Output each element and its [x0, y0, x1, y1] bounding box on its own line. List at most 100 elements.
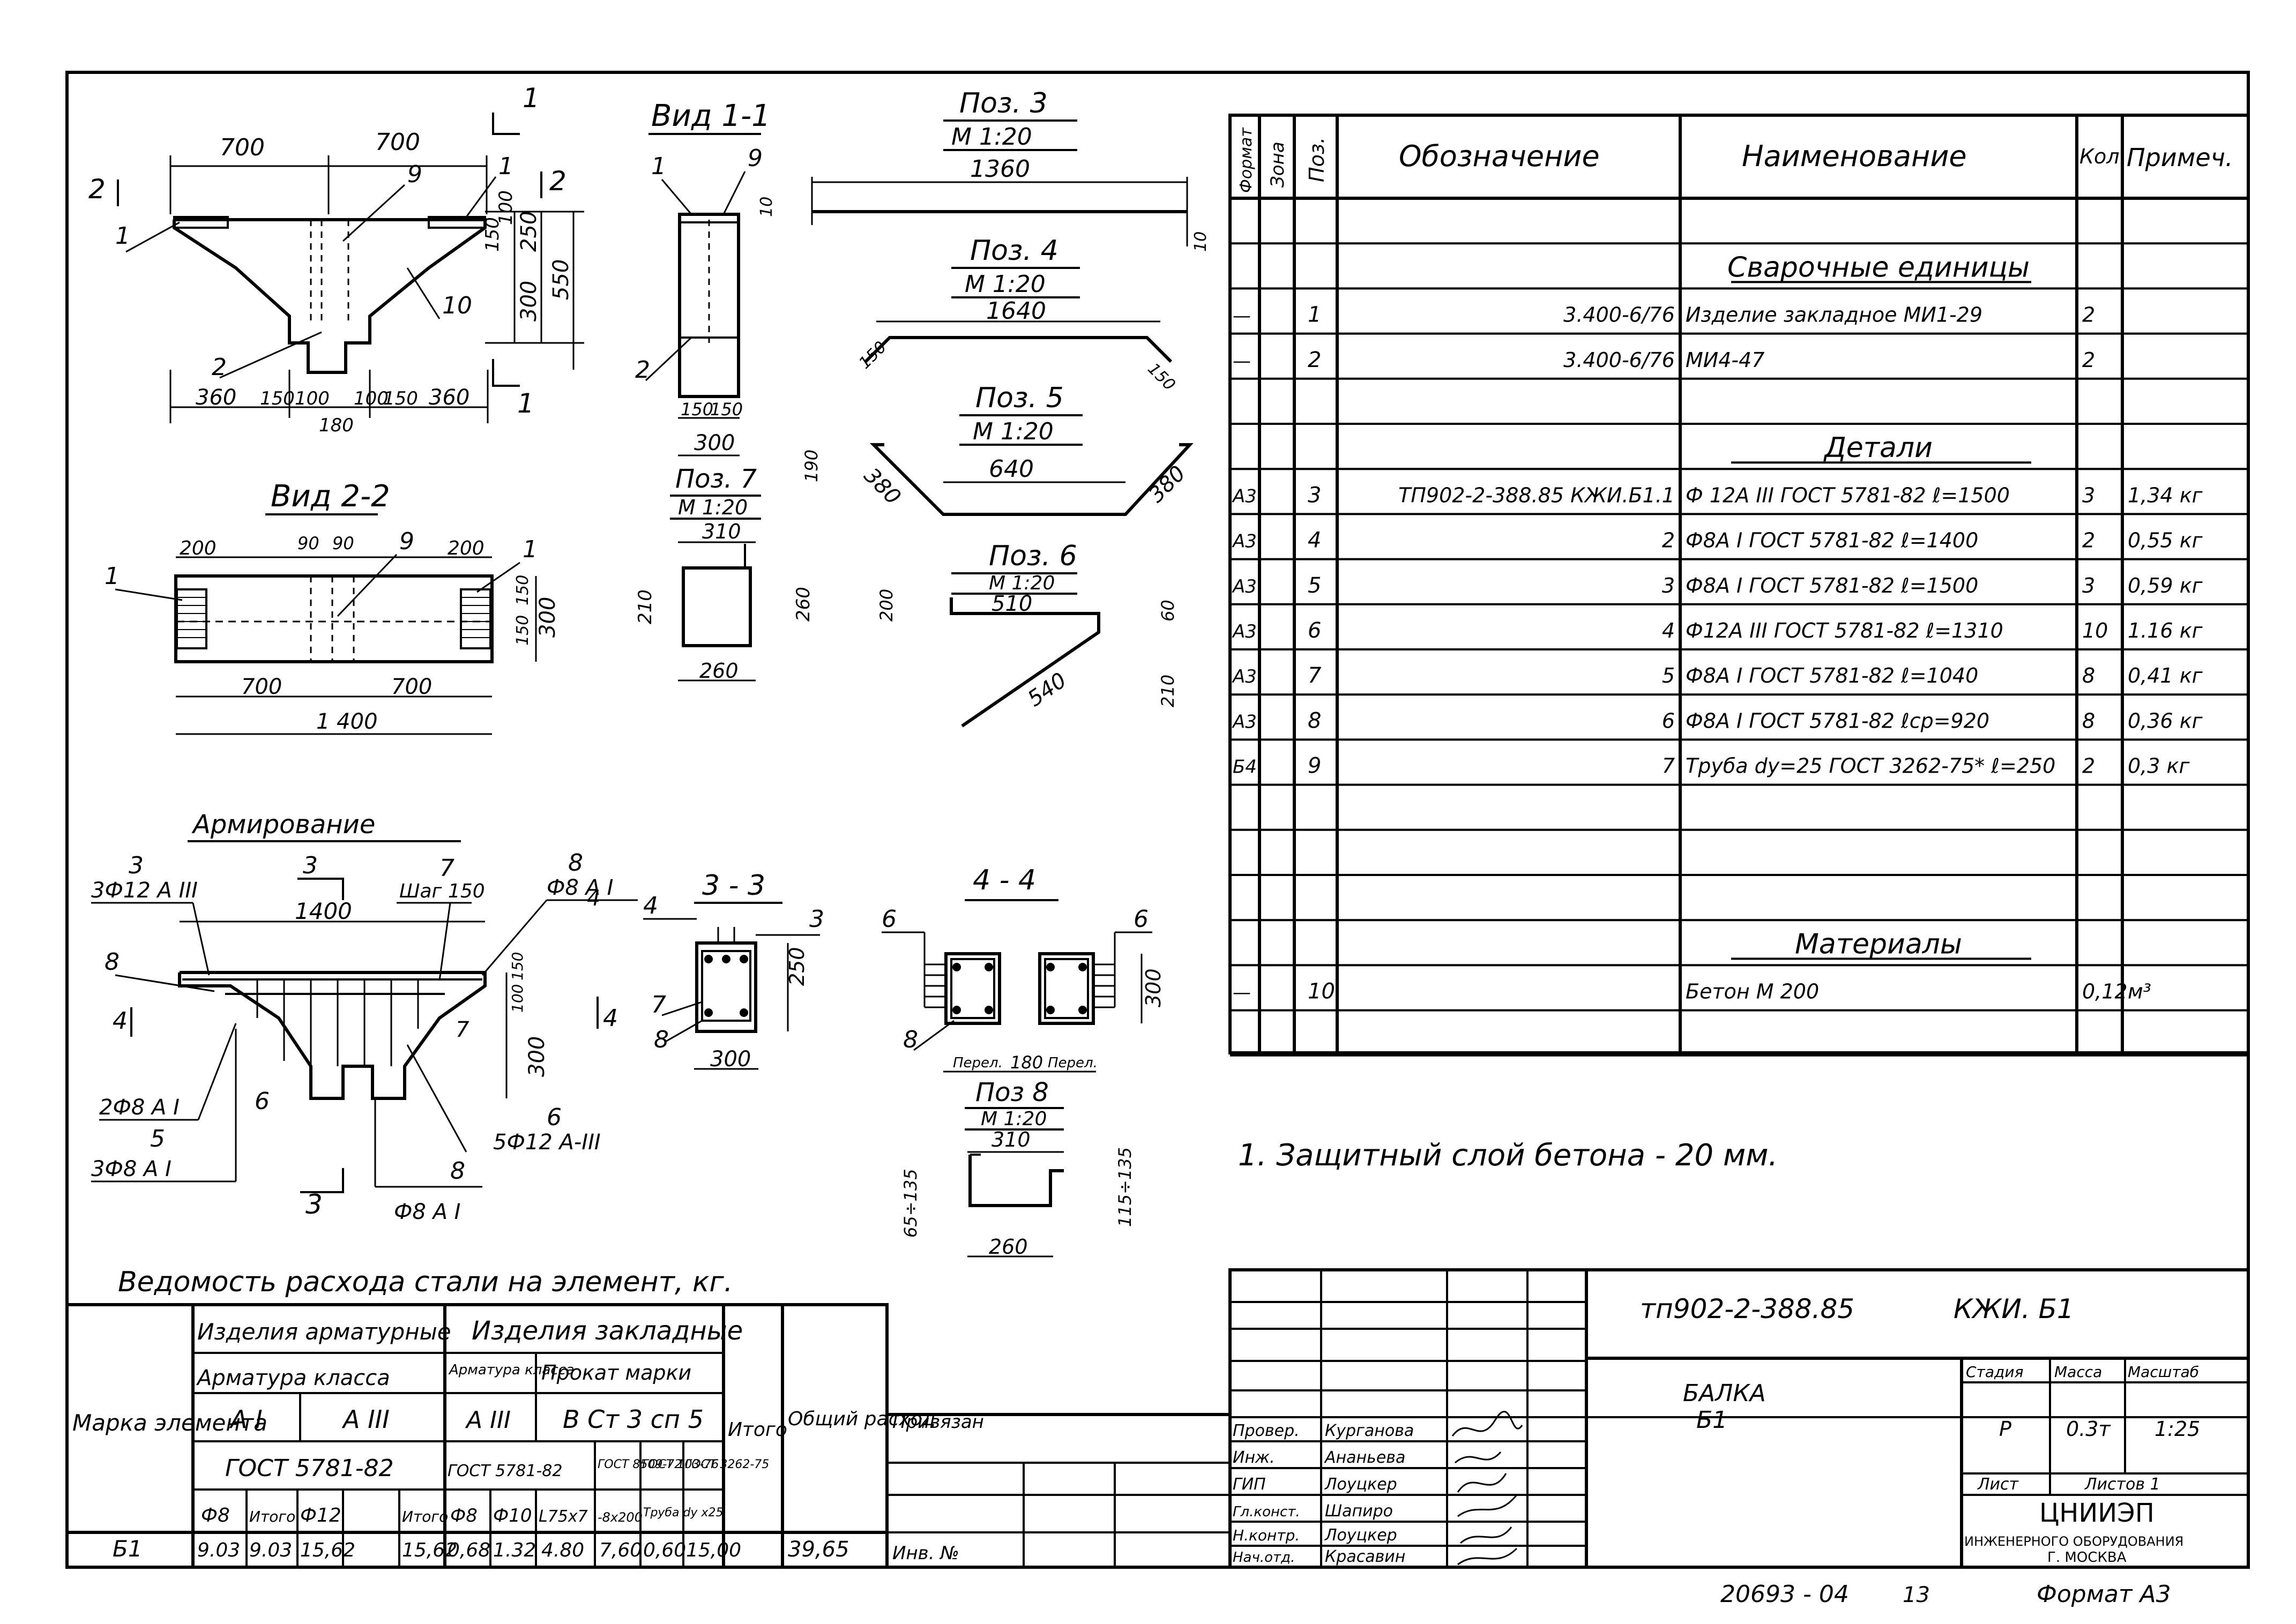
dim-bot-150b: 150	[383, 388, 418, 409]
poz7-title: Поз. 7	[675, 464, 757, 494]
spec-cell-note: 0,55 кг	[2128, 529, 2203, 552]
steel-sub-phi8: Ф8	[201, 1505, 230, 1526]
dim-bot-360a: 360	[196, 385, 236, 410]
spec-cell-name: Ф8А I ГОСТ 5781-82 ℓср=920	[1686, 709, 1989, 732]
spec-cell-pos: 6	[1308, 618, 1321, 643]
spec-cell-name: МИ4-47	[1686, 348, 1764, 372]
spec-cell-pos: 2	[1308, 348, 1321, 372]
poz-4: Поз. 4 М 1:20 1640 150 150	[855, 235, 1179, 394]
poz3-dim-1360: 1360	[970, 155, 1030, 183]
spec-h-pos: Поз.	[1305, 137, 1329, 182]
steel-sub-phi8b: Ф8	[450, 1505, 478, 1526]
section-4-4: 4 - 4 6 6 8 300 Перел. 180	[882, 864, 1165, 1073]
poz3-dim-10a: 10	[757, 197, 776, 217]
steel-sub-L75: L75х7	[539, 1507, 588, 1526]
role-3: Гл.конст.	[1233, 1504, 1300, 1520]
steel-row-v5: 1.32	[493, 1539, 536, 1561]
spec-cell-note: м³	[2128, 980, 2151, 1004]
spec-cell-name: Ф 12А III ГОСТ 5781-82 ℓ=1500	[1686, 483, 2010, 507]
role-4: Н.контр.	[1233, 1526, 1300, 1544]
poz7-dim-310: 310	[702, 520, 741, 543]
poz5-scale: М 1:20	[973, 418, 1054, 445]
spec-cell-code: 3	[1662, 574, 1675, 597]
poz6-dim-60: 60	[1158, 600, 1178, 622]
callout-9: 9	[407, 161, 422, 188]
spec-section-title: Сварочные единицы	[1727, 251, 2030, 283]
arm-title: Армирование	[191, 810, 375, 840]
spec-cell-note: 0,41 кг	[2128, 664, 2203, 687]
spec-cell-pos: 3	[1308, 483, 1321, 507]
steel-row-marka: Б1	[113, 1536, 143, 1562]
stamp-code: тп902-2-388.85	[1640, 1293, 1854, 1324]
steel-h-AIII: А III	[341, 1405, 390, 1434]
callout-2: 2	[212, 354, 227, 381]
role-2: ГИП	[1233, 1475, 1266, 1494]
view22-dim-300: 300	[535, 597, 560, 638]
arm-label-5: 5	[150, 1125, 165, 1152]
inv-number: Инв. №	[892, 1543, 959, 1564]
poz6-dim-200: 200	[876, 589, 897, 622]
stamp-title1: БАЛКА	[1683, 1380, 1766, 1407]
spec-h-format: Формат	[1237, 127, 1256, 193]
stamp-stage: Р	[1999, 1417, 2011, 1441]
spec-cell-qty: 3	[2082, 483, 2095, 507]
spec-cell-format: А3	[1232, 576, 1257, 597]
dim-top-1: 700	[220, 134, 265, 161]
spec-h-note: Примеч.	[2127, 143, 2233, 172]
view22-dim-150b: 150	[513, 615, 532, 646]
spec-cell-code: 4	[1662, 619, 1675, 642]
poz6-dim-210: 210	[1158, 675, 1178, 707]
name-5: Красавин	[1325, 1547, 1405, 1566]
poz-6: Поз. 6 М 1:20 510 540 200 60 210	[876, 540, 1178, 728]
name-0: Курганова	[1325, 1421, 1414, 1440]
spec-section-title: Детали	[1823, 432, 1933, 464]
spec-cell-format: Б4	[1233, 757, 1257, 778]
steel-table: Ведомость расхода стали на элемент, кг. …	[65, 1266, 936, 1569]
view-1-1-dim-300: 300	[694, 431, 735, 455]
steel-h-zakl-arm: Арматура класса	[448, 1362, 575, 1378]
spec-h-name: Наименование	[1742, 139, 1967, 173]
stamp-doc: КЖИ. Б1	[1954, 1293, 2074, 1324]
title-block: Привязан Инв. № тп902-2-388.85 КЖИ. Б1 Б…	[885, 1268, 2250, 1569]
spec-cell-pos: 7	[1308, 663, 1322, 688]
spec-cell-code: 3.400-6/76	[1563, 348, 1675, 372]
steel-sub-itogo1: Итого	[249, 1508, 295, 1525]
name-2: Лоуцкер	[1324, 1475, 1397, 1494]
view22-dim-200a: 200	[180, 537, 217, 559]
spec-cell-qty: 2	[2082, 754, 2095, 778]
sec33-label-3: 3	[809, 905, 824, 933]
spec-cell-note: 1.16 кг	[2128, 619, 2203, 642]
arm-label-3c: 3	[305, 1189, 323, 1220]
poz8-dim-115: 115÷135	[1115, 1147, 1135, 1227]
sec44-label-6a: 6	[882, 905, 897, 933]
steel-h-prokat-grade: В Ст 3 сп 5	[563, 1405, 704, 1434]
poz6-scale: М 1:20	[989, 572, 1055, 594]
spec-cell-qty: 8	[2082, 709, 2095, 732]
spec-cell-code: 5	[1662, 664, 1675, 687]
view-1-1: Вид 1-1 1 9 2 150 150 300	[635, 99, 771, 456]
steel-h-AI: А I	[229, 1405, 263, 1434]
arm-label-shag: Шаг 150	[399, 880, 485, 902]
arm-label-3a: 3	[129, 852, 144, 879]
poz8-dim-260: 260	[989, 1235, 1028, 1259]
dim-bot-360b: 360	[429, 385, 469, 410]
arm-label-3b: 3	[303, 852, 318, 879]
steel-row-v1: 9.03	[249, 1539, 292, 1561]
steel-sub-itogo2: Итого	[402, 1508, 448, 1525]
arm-label-8c: 8	[450, 1157, 465, 1185]
stamp-org1: ЦНИИЭП	[2039, 1498, 2155, 1528]
spec-cell-pos: 4	[1308, 528, 1321, 553]
steel-row-v0: 9.03	[197, 1539, 240, 1561]
poz4-dim-150b: 150	[1144, 360, 1179, 394]
poz7-scale: М 1:20	[678, 496, 748, 519]
arm-label-8b: 8	[105, 948, 120, 976]
spec-cell-note: 0,36 кг	[2128, 709, 2203, 732]
view22-dim-90b: 90	[332, 533, 354, 553]
reinforcement-view: Армирование 1400 3 3Ф12 А III 3 7 Шаг 15…	[91, 810, 638, 1224]
steel-row-v7: 7,60	[599, 1539, 642, 1561]
spec-cell-format: А3	[1232, 531, 1257, 552]
main-view: 700 700 150 100 250 300 550 360 150 100 …	[88, 83, 584, 436]
dim-bot-100b: 100	[354, 388, 389, 409]
signatures	[1451, 1411, 1523, 1566]
view-1-1-callout-9: 9	[748, 145, 763, 172]
